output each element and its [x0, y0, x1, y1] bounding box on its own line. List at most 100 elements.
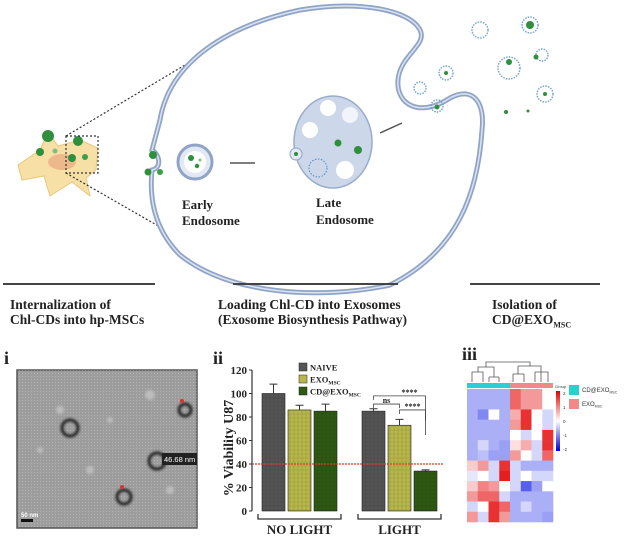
heatmap-cell	[531, 460, 543, 472]
heatmap-cell	[531, 511, 543, 523]
heatmap-cell	[467, 501, 479, 513]
heatmap-cell	[499, 409, 511, 420]
heatmap-cell	[542, 440, 554, 451]
section-line: Isolation of	[492, 297, 557, 312]
heatmap-cell	[510, 501, 522, 513]
section-internalization: Internalization of Chl-CDs into hp-MSCs	[10, 297, 144, 327]
group-label: NO LIGHT	[267, 522, 333, 537]
heatmap-cell	[488, 419, 500, 431]
arrow	[379, 122, 403, 134]
heatmap-cell	[510, 470, 522, 482]
heatmap-cell	[499, 399, 511, 410]
heatmap-cell	[488, 399, 500, 410]
heatmap-cell	[520, 460, 532, 472]
heatmap-cell	[488, 470, 500, 482]
heatmap-cell	[499, 511, 511, 523]
heatmap-cell	[499, 440, 511, 451]
group-legend-swatch	[569, 399, 579, 409]
heatmap-cell	[520, 491, 532, 502]
colorbar-tick: 1	[563, 405, 566, 410]
heatmap-cell	[531, 429, 543, 441]
bar-texture	[414, 471, 437, 511]
legend-label: EXOMSC	[310, 375, 341, 387]
heatmap-cell	[477, 460, 489, 472]
heatmap-cell	[542, 481, 554, 492]
heatmap-cell	[531, 481, 543, 492]
heatmap-cell	[467, 440, 479, 451]
heatmap-cell	[488, 440, 500, 451]
y-tick-label: 80	[236, 412, 248, 424]
scale-bar	[21, 519, 33, 522]
bar-texture	[288, 409, 311, 511]
heatmap-cell	[499, 389, 511, 400]
heatmap-cell	[467, 409, 479, 420]
heatmap-cell	[499, 481, 511, 492]
heatmap-cell	[510, 460, 522, 472]
bar-texture	[314, 411, 337, 511]
error-bar	[395, 418, 404, 426]
heatmap-cell	[467, 491, 479, 502]
heatmap-cell	[531, 450, 543, 461]
heatmap-cell	[499, 419, 511, 431]
error-bar	[369, 408, 378, 412]
heatmap-cell	[531, 409, 543, 420]
heatmap-cell	[477, 440, 489, 451]
group-bracket	[357, 514, 442, 520]
group-legend-label: EXOMSC	[582, 402, 603, 409]
bar-texture	[262, 393, 285, 511]
legend-label: NAIVE	[310, 363, 338, 373]
y-tick-label: 40	[236, 459, 248, 471]
heatmap-cell	[477, 481, 489, 492]
heatmap-cell	[520, 470, 532, 482]
section-line: (Exosome Biosynthesis Pathway)	[218, 312, 408, 327]
y-tick-label: 20	[236, 483, 248, 495]
heatmap-cell	[520, 450, 532, 461]
measurement-label	[162, 453, 197, 465]
section-line: CD@EXOMSC	[492, 312, 571, 333]
error-bar	[321, 403, 330, 412]
exosome-biogenesis-diagram: Early Endosome Late Endosome	[17, 3, 554, 296]
panel-label-ii: ii	[213, 348, 223, 368]
y-tick-label: 100	[231, 389, 248, 401]
y-tick-label: 120	[231, 365, 248, 377]
y-axis-label: % Viability U87	[222, 400, 237, 496]
heatmap-cell	[520, 481, 532, 492]
heatmap-cell	[520, 429, 532, 441]
section-subscript: MSC	[553, 320, 572, 330]
significance-bracket	[373, 403, 400, 409]
error-bar	[295, 404, 304, 410]
legend-swatch	[298, 362, 308, 372]
heatmap-cell	[488, 501, 500, 513]
heatmap-cell	[531, 470, 543, 482]
section-line: Loading Chl-CD into Exosomes	[218, 297, 401, 312]
section-line: Internalization of	[10, 297, 111, 312]
heatmap-cell	[467, 470, 479, 482]
legend-label: CD@EXOMSC	[310, 387, 361, 399]
colorbar-tick: -2	[563, 447, 567, 452]
heatmap-cell	[542, 389, 554, 400]
colorbar-tick: -1	[563, 433, 567, 438]
heatmap-cell	[510, 511, 522, 523]
heatmap-cell	[499, 429, 511, 441]
significance-label: ****	[402, 388, 418, 397]
heatmap-cell	[510, 450, 522, 461]
heatmap-cell	[520, 419, 532, 431]
heatmap-cell	[520, 501, 532, 513]
viability-bar-chart: ii % Viability U87 NAIVEEXOMSCCD@EXOMSC …	[213, 348, 443, 537]
heatmap-cell	[488, 409, 500, 420]
tem-image-panel: i 46.68 nm 50 nm	[4, 348, 198, 529]
significance-label: ****	[405, 402, 421, 411]
section-isolation: Isolation of CD@EXOMSC	[492, 297, 571, 333]
msc-cell-icon	[17, 55, 201, 236]
heatmap-cell	[542, 511, 554, 523]
heatmap-cell	[467, 389, 479, 400]
divider	[3, 283, 155, 285]
heatmap-cell	[467, 481, 479, 492]
heatmap-cell	[477, 470, 489, 482]
significance-bracket	[399, 409, 426, 435]
heatmap-cell	[542, 501, 554, 513]
heatmap-cell	[520, 409, 532, 420]
zoom-box	[65, 135, 99, 174]
heatmap-cell	[542, 409, 554, 420]
